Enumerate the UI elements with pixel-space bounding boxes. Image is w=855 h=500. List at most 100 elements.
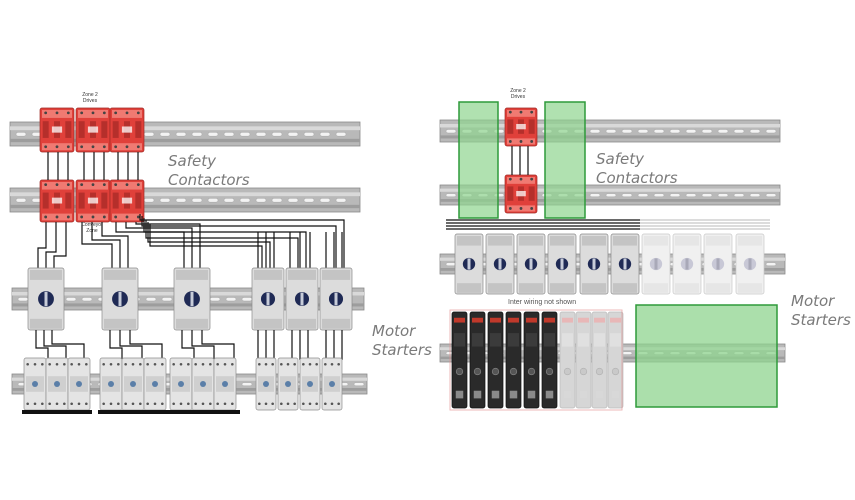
starter-red-band bbox=[454, 317, 465, 323]
right-diagram-compact bbox=[439, 101, 786, 411]
din-rail-slot bbox=[191, 132, 203, 137]
contactor-screw bbox=[264, 362, 268, 366]
circuit-breaker-icon bbox=[173, 267, 211, 331]
wire bbox=[119, 330, 143, 360]
din-rail-slot bbox=[749, 193, 761, 198]
contactor-screw bbox=[125, 111, 129, 115]
contactor-screw bbox=[315, 402, 318, 406]
contactor-screw bbox=[77, 402, 81, 406]
contactor-label-plate bbox=[87, 197, 99, 204]
starter-red-band bbox=[508, 317, 519, 323]
contactor-badge bbox=[76, 381, 82, 387]
din-rail-slot bbox=[701, 129, 713, 134]
din-rail-slot bbox=[717, 193, 729, 198]
contactor-screw bbox=[33, 362, 37, 366]
wire bbox=[81, 222, 113, 268]
din-rail-slot bbox=[287, 198, 299, 203]
din-rail-slot bbox=[255, 198, 267, 203]
contactor-screw bbox=[530, 177, 534, 181]
right-top-caption: Zone 2 Drives bbox=[508, 88, 528, 100]
contactor-screw bbox=[172, 402, 175, 406]
contactor-icon bbox=[255, 357, 277, 411]
wire bbox=[147, 222, 271, 268]
contactor-screw bbox=[136, 111, 140, 115]
wire bbox=[141, 216, 337, 268]
compact-starter-icon bbox=[607, 311, 624, 409]
din-rail-slot bbox=[207, 198, 219, 203]
compact-starter-icon bbox=[541, 311, 558, 409]
wire bbox=[149, 224, 263, 268]
breaker-top-terminals bbox=[322, 270, 350, 280]
starter-dial bbox=[473, 367, 482, 376]
contactor-pole bbox=[42, 192, 49, 209]
contactor-screw bbox=[80, 183, 84, 187]
contactor-screw bbox=[80, 215, 84, 219]
din-rail-slot bbox=[175, 198, 187, 203]
wire bbox=[143, 218, 307, 268]
din-rail-slot bbox=[637, 193, 649, 198]
din-rail-slot bbox=[765, 129, 777, 134]
contactor-screw bbox=[117, 402, 120, 406]
breaker-knob-indicator bbox=[190, 291, 194, 307]
savings-highlight-box bbox=[635, 304, 778, 408]
contactor-screw bbox=[519, 207, 523, 210]
compact-starter-icon bbox=[469, 311, 486, 409]
left-safety-contactors-label: Safety Contactors bbox=[168, 152, 250, 190]
breaker-bottom-terminals bbox=[488, 283, 512, 293]
starter-red-band bbox=[594, 317, 605, 323]
starter-red-band bbox=[562, 317, 573, 323]
starter-group-outline bbox=[449, 309, 623, 411]
din-rail-slot bbox=[319, 132, 331, 137]
breaker-bottom-terminals bbox=[675, 283, 699, 293]
breaker-top-terminals bbox=[706, 236, 730, 246]
circuit-breaker-icon bbox=[547, 233, 577, 295]
contactor-screw bbox=[530, 207, 534, 210]
left-mid-caption: Conveyor Zone bbox=[80, 222, 104, 234]
breaker-top-terminals bbox=[457, 236, 481, 246]
din-rail-slot bbox=[145, 297, 157, 302]
contactor-screw bbox=[146, 402, 149, 406]
contactor-icon bbox=[109, 179, 145, 223]
starter-connector bbox=[545, 390, 554, 399]
starter-dial bbox=[509, 367, 518, 376]
contactor-screw bbox=[114, 145, 118, 149]
contactor-screw bbox=[519, 140, 523, 143]
contactor-icon bbox=[143, 357, 167, 411]
breaker-top-terminals bbox=[644, 236, 668, 246]
contactor-screw bbox=[508, 140, 512, 143]
left-top-caption-line1: Zone 2 bbox=[82, 92, 98, 98]
din-rail-slot bbox=[717, 129, 729, 134]
right-top-caption-line1: Zone 2 bbox=[510, 88, 526, 94]
breaker-top-terminals bbox=[550, 236, 574, 246]
din-rail-slot bbox=[191, 198, 203, 203]
contactor-pole bbox=[135, 192, 142, 209]
breaker-top-terminals bbox=[288, 270, 316, 280]
din-rail-slot bbox=[701, 193, 713, 198]
contactor-badge bbox=[178, 381, 184, 387]
contactor-screw bbox=[33, 402, 37, 406]
contactor-screw bbox=[63, 402, 66, 406]
contactor-screw bbox=[315, 362, 318, 366]
contactor-screw bbox=[66, 145, 70, 149]
contactor-screw bbox=[280, 402, 283, 406]
starter-connector bbox=[563, 390, 572, 399]
contactor-screw bbox=[55, 111, 59, 115]
starter-red-band bbox=[526, 317, 537, 323]
breaker-bottom-terminals bbox=[104, 318, 136, 329]
breaker-top-terminals bbox=[613, 236, 637, 246]
contactor-badge bbox=[329, 381, 335, 387]
contactor-base-bar bbox=[22, 410, 92, 414]
breaker-bottom-terminals bbox=[644, 283, 668, 293]
din-rail-slot bbox=[223, 132, 235, 137]
contactor-screw bbox=[102, 111, 106, 115]
right-motor-starters-label: Motor Starters bbox=[791, 292, 851, 330]
contactor-icon bbox=[75, 107, 111, 153]
breaker-bottom-terminals bbox=[457, 283, 481, 293]
din-rail-slot bbox=[241, 297, 253, 302]
contactor-badge bbox=[285, 381, 291, 387]
contactor-screw bbox=[337, 362, 340, 366]
contactor-pole bbox=[112, 121, 119, 138]
din-rail-lip bbox=[10, 126, 360, 131]
left-motor-label-line2: Starters bbox=[372, 341, 432, 359]
starter-connector bbox=[527, 390, 536, 399]
